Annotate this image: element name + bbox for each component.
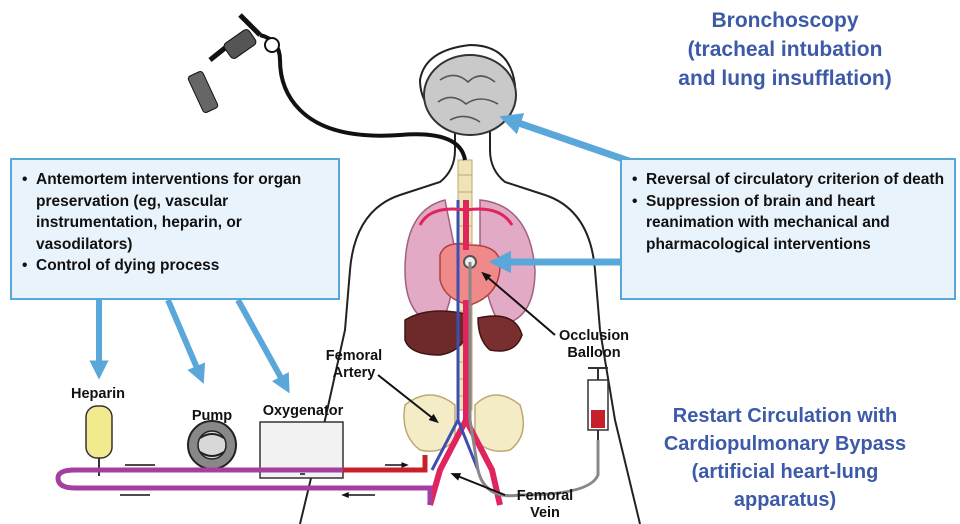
bronchoscope-icon — [187, 15, 465, 160]
bronchoscopy-title: Bronchoscopy (tracheal intubation and lu… — [630, 6, 940, 93]
bronchoscopy-title-line: Bronchoscopy — [630, 6, 940, 35]
femoral-artery-line: Artery — [318, 365, 390, 382]
bronchoscopy-title-line: (tracheal intubation — [630, 35, 940, 64]
brain-icon — [424, 55, 516, 135]
restart-circulation-title: Restart Circulation with Cardiopulmonary… — [625, 402, 945, 514]
box-item: Antemortem interventions for organ prese… — [20, 169, 330, 255]
restart-title-line: Cardiopulmonary Bypass — [625, 430, 945, 458]
box-item: Reversal of circulatory criterion of dea… — [630, 169, 950, 191]
reversal-criterion-box: Reversal of circulatory criterion of dea… — [620, 158, 956, 300]
femoral-vein-label: Femoral Vein — [508, 488, 582, 522]
bronchoscopy-title-line: and lung insufflation) — [630, 64, 940, 93]
restart-title-line: Restart Circulation with — [625, 402, 945, 430]
pump-label: Pump — [186, 408, 238, 425]
restart-title-line: (artificial heart-lung — [625, 458, 945, 486]
box-item: Suppression of brain and heart reanimati… — [630, 191, 950, 256]
syringe-icon — [588, 368, 608, 440]
femoral-artery-line: Femoral — [318, 348, 390, 365]
occlusion-balloon-label: Occlusion Balloon — [548, 328, 640, 362]
femoral-artery-label: Femoral Artery — [318, 348, 390, 382]
antemortem-interventions-box: Antemortem interventions for organ prese… — [10, 158, 340, 300]
oxygenator-label: Oxygenator — [253, 403, 353, 420]
heparin-label: Heparin — [62, 386, 134, 403]
heparin-bag-icon — [86, 406, 112, 476]
restart-title-line: apparatus) — [625, 486, 945, 514]
bypass-circuit — [58, 455, 430, 505]
pump-icon — [188, 421, 236, 469]
femoral-vein-line: Femoral — [508, 488, 582, 505]
occlusion-balloon-line: Occlusion — [548, 328, 640, 345]
box-item: Control of dying process — [20, 255, 330, 277]
femoral-vein-line: Vein — [508, 505, 582, 522]
occlusion-balloon-line: Balloon — [548, 345, 640, 362]
